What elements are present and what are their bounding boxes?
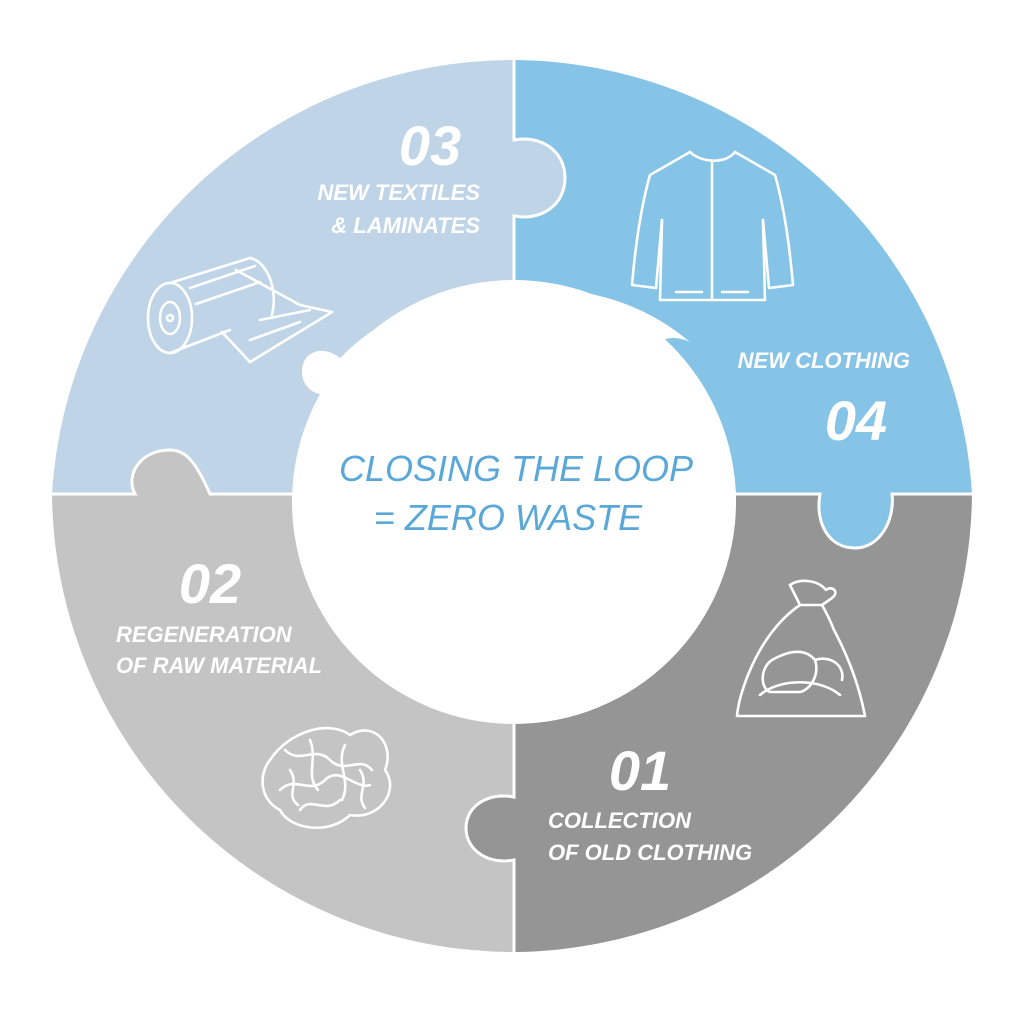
segment-04-label: NEW CLOTHING: [738, 348, 910, 373]
title-line1: CLOSING THE LOOP: [339, 448, 693, 489]
segment-03-number: 03: [399, 114, 461, 177]
segment-03-label-line1: NEW TEXTILES: [317, 180, 480, 205]
fiber-tangle-icon: [261, 726, 392, 829]
segment-02-piece: [52, 450, 514, 952]
title-line2: = ZERO WASTE: [374, 497, 643, 538]
center-title: CLOSING THE LOOP = ZERO WASTE: [339, 448, 693, 538]
segment-01-piece: [466, 494, 972, 952]
clothing-bag-icon: [735, 579, 867, 718]
segment-03-label-line2: & LAMINATES: [331, 213, 480, 238]
segment-01-label-line1: COLLECTION: [548, 808, 692, 833]
segment-04-piece: [514, 60, 972, 548]
puzzle-ring: [52, 59, 972, 952]
piece-dividers: [52, 60, 972, 952]
center-hub: [292, 280, 736, 724]
jacket-icon: [630, 150, 795, 302]
segment-01-number: 01: [609, 739, 671, 802]
segment-01-label-line2: OF OLD CLOTHING: [548, 840, 752, 865]
fabric-roll-icon: [146, 256, 334, 364]
segment-02-label-line1: REGENERATION: [116, 622, 293, 647]
segment-04-number: 04: [825, 389, 887, 452]
segment-02-label-line2: OF RAW MATERIAL: [116, 653, 322, 678]
segment-03-piece: [52, 59, 565, 494]
segment-02-number: 02: [179, 552, 241, 615]
